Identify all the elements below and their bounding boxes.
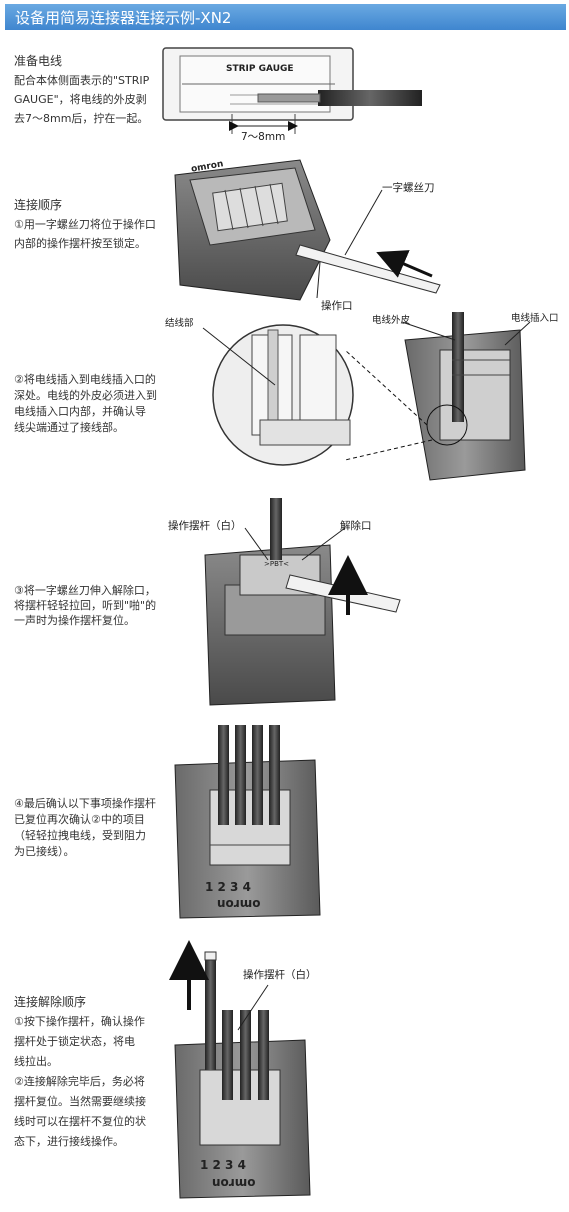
wire-inlet-label: 电线插入口 — [511, 313, 559, 324]
strip-gauge-label: STRIP GAUGE — [226, 64, 294, 74]
prepare-text: 准备电线 配合本体侧面表示的"STRIP GAUGE"，将电线的外皮剥 去7～8… — [14, 52, 164, 128]
release-figure — [204, 498, 401, 706]
wire-insertion-figure — [202, 312, 531, 481]
lever-white-label-2: 操作摆杆（白） — [243, 969, 317, 981]
dimension-label: 7～8mm — [241, 131, 286, 143]
step2-line: 电线插入口内部，并确认导 — [14, 405, 146, 418]
step2-line: 线尖端通过了接线部。 — [14, 421, 124, 434]
pins-label: 1 2 3 4 — [205, 880, 251, 894]
release-text: 连接解除顺序 ①按下操作摆杆，确认操作 摆杆处于锁定状态，将电 线拉出。 ②连接… — [14, 992, 164, 1152]
release-line: 线拉出。 — [14, 1055, 58, 1068]
screwdriver-label: 一字螺丝刀 — [382, 182, 435, 194]
release-line: 摆杆复位。当然需要继续接 — [14, 1095, 146, 1108]
pull-wire-figure — [169, 940, 311, 1199]
step4-line: 已复位再次确认②中的项目 — [14, 813, 145, 826]
operation-port-label: 操作口 — [321, 300, 353, 312]
step3-line: 将摆杆轻轻拉回，听到"啪"的 — [14, 599, 157, 612]
procedure-text: 连接顺序 ①用一字螺丝刀将位于操作口 内部的操作摆杆按至锁定。 — [14, 196, 179, 253]
step2-text: ②将电线插入到电线插入口的 深处。电线的外皮必须进入到 电线插入口内部，并确认导… — [14, 372, 179, 436]
terminal-part-label: 结线部 — [165, 318, 194, 329]
pins-label-2: 1 2 3 4 — [200, 1158, 246, 1172]
step2-line: ②将电线插入到电线插入口的 — [14, 373, 156, 386]
step4-line: 为已接线）。 — [14, 845, 75, 858]
release-line: 态下，进行接线操作。 — [14, 1135, 124, 1148]
step4-line: ④最后确认以下事项操作摆杆 — [14, 797, 156, 810]
step3-line: 一声时为操作摆杆复位。 — [14, 614, 135, 627]
prepare-line: 去7～8mm后，拧在一起。 — [14, 112, 149, 125]
release-heading: 连接解除顺序 — [14, 995, 87, 1009]
wire-sheath-label: 电线外皮 — [372, 315, 411, 326]
page-title: 设备用简易连接器连接示例-XN2 — [15, 9, 232, 27]
prepare-heading: 准备电线 — [14, 54, 63, 68]
connector-screwdriver-figure — [174, 159, 441, 301]
step3-text: ③将一字螺丝刀伸入解除口， 将摆杆轻轻拉回，听到"啪"的 一声时为操作摆杆复位。 — [14, 583, 179, 628]
lever-white-label: 操作摆杆（白） — [168, 520, 242, 532]
brand-label-3: omron — [212, 1176, 256, 1190]
procedure-line: ①用一字螺丝刀将位于操作口 — [14, 218, 156, 231]
step4-text: ④最后确认以下事项操作摆杆 已复位再次确认②中的项目 （轻轻拉拽电线，受到阻力 … — [14, 796, 179, 860]
step2-line: 深处。电线的外皮必须进入到 — [14, 389, 157, 402]
title-bar: 设备用简易连接器连接示例-XN2 — [5, 4, 566, 30]
brand-label-2: omron — [217, 897, 261, 911]
pbt-label: >PBT< — [264, 560, 290, 568]
release-line: 线时可以在摆杆不复位的状 — [14, 1115, 146, 1128]
step3-line: ③将一字螺丝刀伸入解除口， — [14, 584, 156, 597]
release-line: ①按下操作摆杆，确认操作 — [14, 1015, 145, 1028]
four-wires-figure — [174, 725, 321, 919]
prepare-line: 配合本体侧面表示的"STRIP — [14, 74, 150, 87]
step4-line: （轻轻拉拽电线，受到阻力 — [14, 829, 146, 842]
strip-gauge-figure — [162, 47, 422, 134]
procedure-line: 内部的操作摆杆按至锁定。 — [14, 237, 146, 250]
prepare-line: GAUGE"，将电线的外皮剥 — [14, 93, 147, 106]
release-port-label: 解除口 — [340, 520, 372, 532]
release-line: 摆杆处于锁定状态，将电 — [14, 1035, 135, 1048]
release-line: ②连接解除完毕后，务必将 — [14, 1075, 145, 1088]
procedure-heading: 连接顺序 — [14, 198, 63, 212]
